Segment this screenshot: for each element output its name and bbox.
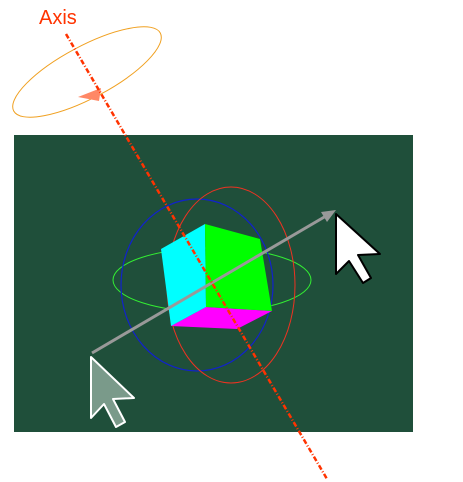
drag-arrow-head (321, 210, 336, 222)
cube-bottom-face (171, 307, 272, 329)
rotation-axis-line (64, 33, 329, 480)
end-cursor-icon (335, 213, 381, 284)
cube-left-face (161, 224, 206, 326)
start-cursor-icon (90, 356, 135, 428)
ring-y (120, 198, 274, 372)
cube (161, 224, 272, 329)
drag-arrow-line (91, 214, 327, 355)
axis-label: Axis (39, 7, 77, 29)
orbit-direction-arrow-icon (78, 88, 101, 101)
